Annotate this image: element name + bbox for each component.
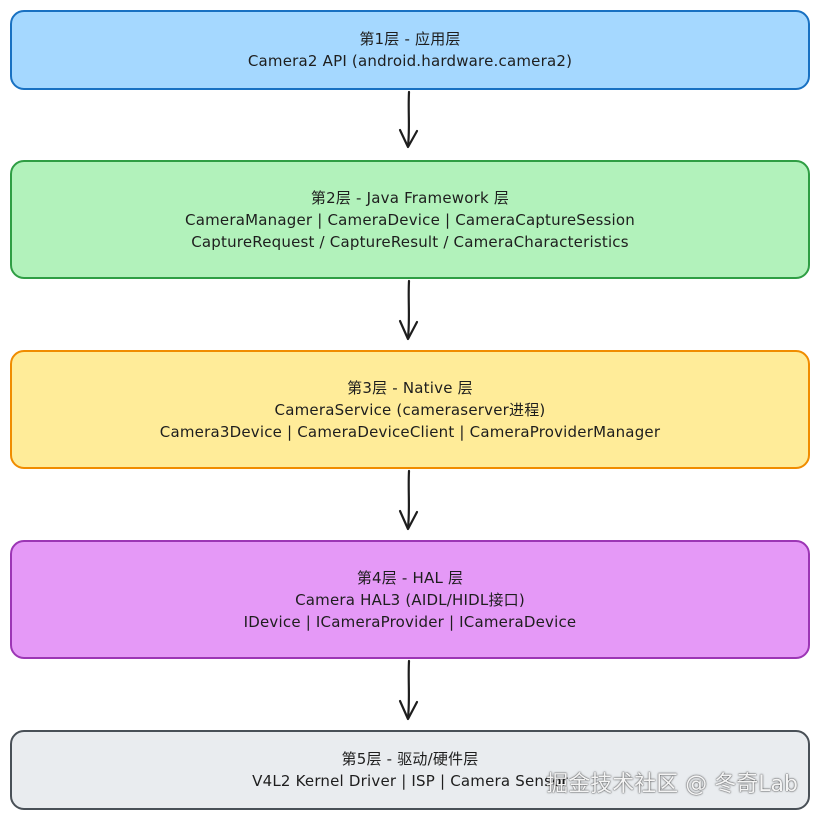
layer-5-title: 第5层 - 驱动/硬件层 [341, 750, 479, 768]
layer-5-driver-hardware: 第5层 - 驱动/硬件层 V4L2 Kernel Driver | ISP | … [10, 730, 810, 810]
layer-3-line-1: CameraService (cameraserver进程) [274, 400, 546, 419]
layer-4-hal: 第4层 - HAL 层 Camera HAL3 (AIDL/HIDL接口) ID… [10, 540, 810, 659]
layer-4-line-1: Camera HAL3 (AIDL/HIDL接口) [295, 590, 525, 609]
layer-4-line-2: IDevice | ICameraProvider | ICameraDevic… [243, 612, 577, 631]
arrow-1-to-2-icon [398, 90, 419, 149]
arrow-2-to-3-icon [398, 279, 419, 341]
arrow-3-to-4-icon [398, 469, 419, 531]
layer-1-application: 第1层 - 应用层 Camera2 API (android.hardware.… [10, 10, 810, 90]
layer-1-title: 第1层 - 应用层 [359, 30, 461, 48]
layer-2-line-1: CameraManager | CameraDevice | CameraCap… [185, 210, 635, 229]
layer-2-line-2: CaptureRequest / CaptureResult / CameraC… [191, 232, 629, 251]
layer-2-title: 第2层 - Java Framework 层 [310, 188, 510, 207]
layer-4-title: 第4层 - HAL 层 [356, 568, 464, 587]
layer-3-title: 第3层 - Native 层 [347, 378, 473, 397]
arrow-4-to-5-icon [398, 659, 419, 721]
layer-5-line-1: V4L2 Kernel Driver | ISP | Camera Sensor [252, 772, 568, 790]
layer-3-native: 第3层 - Native 层 CameraService (cameraserv… [10, 350, 810, 469]
layer-1-line-1: Camera2 API (android.hardware.camera2) [247, 52, 573, 70]
layer-2-java-framework: 第2层 - Java Framework 层 CameraManager | C… [10, 160, 810, 279]
watermark: 掘金技术社区 @ 冬奇Lab [546, 772, 798, 797]
layer-3-line-2: Camera3Device | CameraDeviceClient | Cam… [159, 422, 661, 441]
